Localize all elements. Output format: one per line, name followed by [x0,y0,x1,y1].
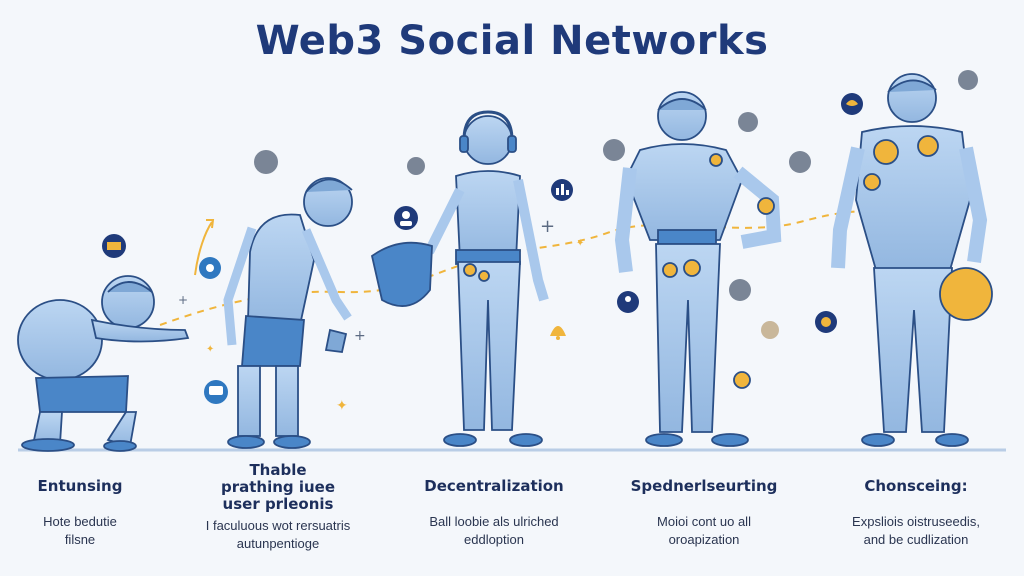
svg-text:+: + [540,216,555,237]
figure-evolved [831,73,993,447]
svg-text:✦: ✦ [576,238,584,249]
chat-icon [204,380,228,404]
stage-4: Spednerlseurting Moioi cont uo all oroap… [604,478,804,549]
chat-icon [199,257,221,279]
stage-2: Thable prathing iuee user prleonis I fac… [178,462,378,553]
figure-shield-holder [370,110,549,447]
gray-bubble-icon [738,112,758,132]
stage-heading: Decentralization [424,477,564,495]
bar-chart-icon [551,179,573,201]
stage-1: Entunsing Hote bedutie filsne [0,478,180,549]
stage-3: Decentralization Ball loobie als ulriche… [394,478,594,549]
gray-bubble-icon [603,139,625,161]
svg-text:+: + [354,328,366,344]
gray-bubble-icon [729,279,751,301]
stage-description: Moioi cont uo all oroapization [657,514,751,547]
svg-text:✦: ✦ [206,344,214,355]
up-arrow [194,221,213,276]
stage-heading: Thable prathing iuee user prleonis [220,461,336,513]
gray-bubble-icon [958,70,978,90]
gray-bubble-icon [789,151,811,173]
page-title: Web3 Social Networks [255,18,769,64]
svg-text:+: + [178,293,188,307]
coin-icon [939,267,993,321]
user-icon [617,291,639,313]
gray-bubble-icon [407,157,425,175]
ticket-icon [102,234,126,258]
bird-icon [841,93,863,115]
stage-description: Ball loobie als ulriched eddloption [429,514,559,547]
stage-heading: Spednerlseurting [630,477,778,495]
gray-bubble-icon [761,321,779,339]
stage-description: I faculuous wot rersuatris autunpentioge [205,518,351,551]
figure-muscular [614,91,782,447]
gold-sparkles: ✦ ✦ ✦ [206,238,584,414]
sparkle-marks: + + + [178,216,555,344]
stage-5: Chonsceing: Expsliois oistruseedis, and … [816,478,1016,549]
svg-text:✦: ✦ [336,398,348,414]
user-icon [394,206,418,230]
gray-bubble-icon [254,150,278,174]
coin-icon [815,311,837,333]
stage-description: Expsliois oistruseedis, and be cudlizati… [852,514,980,547]
stage-heading: Chonsceing: [864,477,968,495]
stage-heading: Entunsing [37,477,123,495]
bell-icon [550,326,566,340]
shield-icon [370,241,433,307]
progress-dashed-path [159,209,906,326]
figure-kneeling [17,275,190,452]
stage-description: Hote bedutie filsne [43,514,117,547]
figure-bent [223,177,353,449]
